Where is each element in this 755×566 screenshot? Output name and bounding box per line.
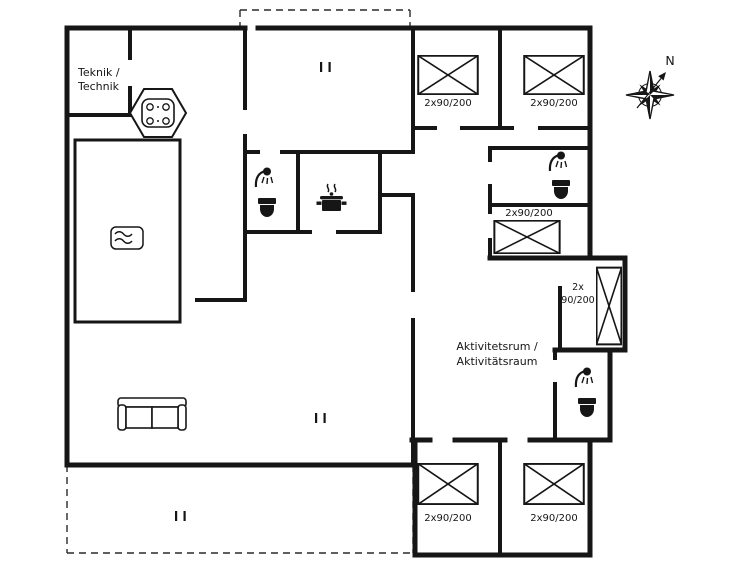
toilet-icon <box>258 198 276 217</box>
bed-icon <box>523 55 585 95</box>
room-label-activity: Aktivitätsraum <box>457 355 538 368</box>
compass-rose: N <box>625 53 675 120</box>
dashed-outline-terrace <box>66 465 414 554</box>
room-label-activity: Aktivitetsrum / <box>456 340 538 353</box>
bed-size-label: 2x90/200 <box>530 513 577 524</box>
sofa-icon <box>117 397 187 431</box>
dashed-outline-top <box>239 9 411 28</box>
bed-size-label: 2x <box>572 282 584 293</box>
stove-icon <box>316 183 347 211</box>
bed-size-label: 2x90/200 <box>424 98 471 109</box>
bed-icon <box>523 463 585 505</box>
shower-icon <box>254 166 274 189</box>
compass-arrowhead <box>658 72 666 81</box>
bed-size-label: 2x90/200 <box>424 513 471 524</box>
shower-icon <box>574 366 594 389</box>
bed-size-label: 2x90/200 <box>530 98 577 109</box>
toilet-icon <box>552 180 570 199</box>
pool <box>73 138 182 324</box>
toilet-icon <box>578 398 596 417</box>
hot-tub-icon <box>128 88 188 138</box>
double-tick-marker <box>315 413 326 423</box>
double-tick-marker <box>175 511 186 521</box>
bed-size-label: 90/200 <box>561 295 594 306</box>
bed-size-label: 2x90/200 <box>505 208 552 219</box>
compass-north-label: N <box>665 53 674 68</box>
shower-icon <box>548 150 568 173</box>
compass-needle <box>636 78 662 109</box>
bed-icon <box>493 220 561 254</box>
double-tick-marker <box>320 62 331 72</box>
interior-walls <box>65 26 592 557</box>
room-label-teknik: Technik <box>77 80 120 93</box>
bed-icon <box>417 463 479 505</box>
bed-icon <box>596 266 622 346</box>
bed-icon <box>417 55 479 95</box>
outer-walls <box>64 25 628 558</box>
water-icon <box>110 226 144 250</box>
room-label-teknik: Teknik / <box>77 66 120 79</box>
